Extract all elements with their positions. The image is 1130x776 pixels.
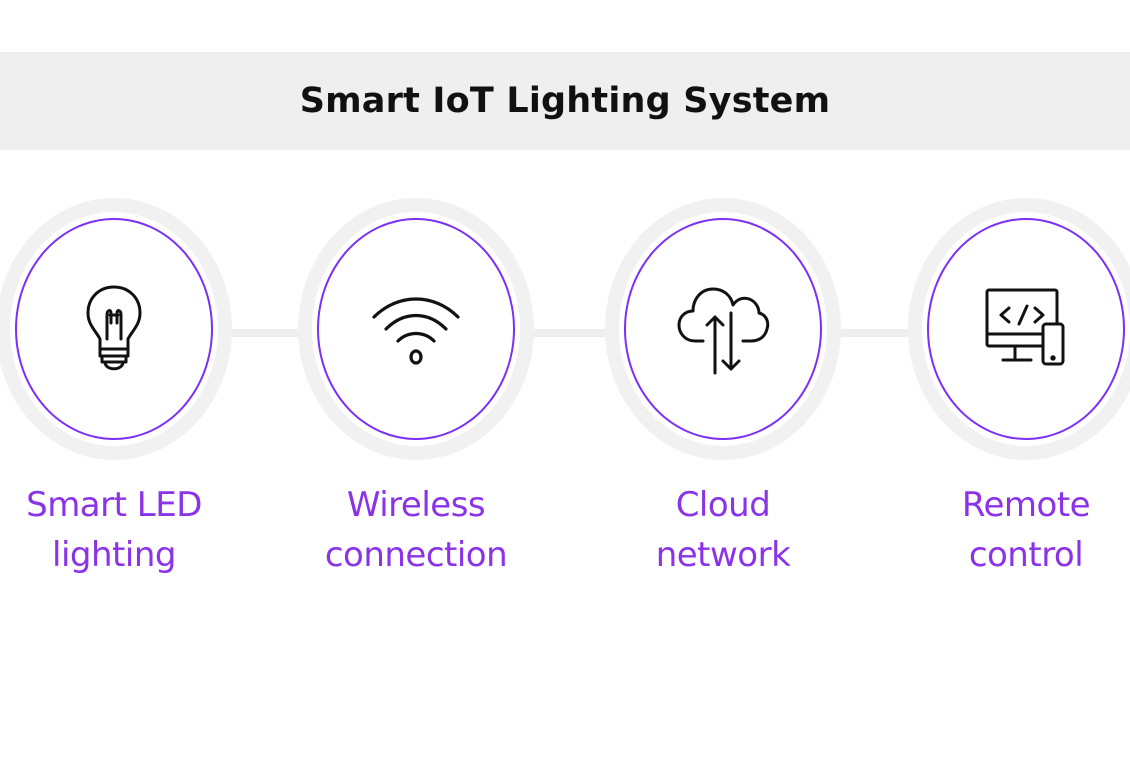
step-circle <box>927 218 1125 440</box>
step-label: Wireless connection <box>258 480 574 580</box>
wifi-icon <box>372 297 460 365</box>
step-cloud: Cloud network <box>605 198 841 575</box>
step-wireless: Wireless connection <box>298 198 534 575</box>
page-title: Smart IoT Lighting System <box>299 81 831 121</box>
step-label-line1: Smart LED <box>26 485 202 525</box>
step-label-line1: Remote <box>961 485 1091 525</box>
connector-line <box>519 329 627 337</box>
step-remote: Remote control <box>908 198 1130 575</box>
step-label-line1: Cloud <box>675 485 771 525</box>
step-label-line1: Wireless <box>346 485 486 525</box>
step-label: Cloud network <box>565 480 881 580</box>
remote-devices-icon <box>985 288 1065 366</box>
step-label-line2: control <box>968 535 1084 575</box>
step-ring <box>298 198 534 460</box>
step-label-line2: lighting <box>52 535 176 575</box>
connector-line <box>825 329 931 337</box>
light-bulb-icon <box>86 285 142 371</box>
step-label: Smart LED lighting <box>0 480 272 580</box>
step-ring <box>0 198 232 460</box>
step-circle <box>624 218 822 440</box>
step-circle <box>317 218 515 440</box>
step-ring <box>908 198 1130 460</box>
title-band: Smart IoT Lighting System <box>0 52 1130 150</box>
step-label-line2: network <box>655 535 791 575</box>
step-label-line2: connection <box>324 535 508 575</box>
cloud-sync-icon <box>677 287 770 375</box>
step-circle <box>15 218 213 440</box>
step-ring <box>605 198 841 460</box>
connector-line <box>220 329 315 337</box>
step-label: Remote control <box>868 480 1130 580</box>
step-smart-led: Smart LED lighting <box>0 198 232 575</box>
